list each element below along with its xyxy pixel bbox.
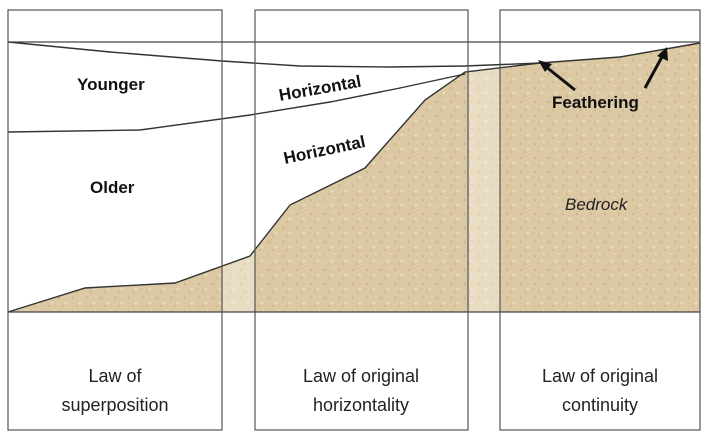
gap-shade-right xyxy=(468,40,500,312)
gap-shade-left xyxy=(222,40,255,312)
label-older: Older xyxy=(90,178,135,197)
label-bedrock: Bedrock xyxy=(565,195,629,214)
label-horizontal-upper: Horizontal xyxy=(277,72,362,105)
top-surface-line xyxy=(8,42,540,67)
caption-continuity-line1: Law of original xyxy=(542,366,658,386)
label-horizontal-lower: Horizontal xyxy=(282,132,367,168)
caption-continuity-line2: continuity xyxy=(562,395,638,415)
caption-superposition-line1: Law of xyxy=(88,366,142,386)
label-feathering: Feathering xyxy=(552,93,639,112)
caption-superposition-line2: superposition xyxy=(61,395,168,415)
caption-horizontality-line1: Law of original xyxy=(303,366,419,386)
label-younger: Younger xyxy=(77,75,145,94)
caption-horizontality-line2: horizontality xyxy=(313,395,409,415)
